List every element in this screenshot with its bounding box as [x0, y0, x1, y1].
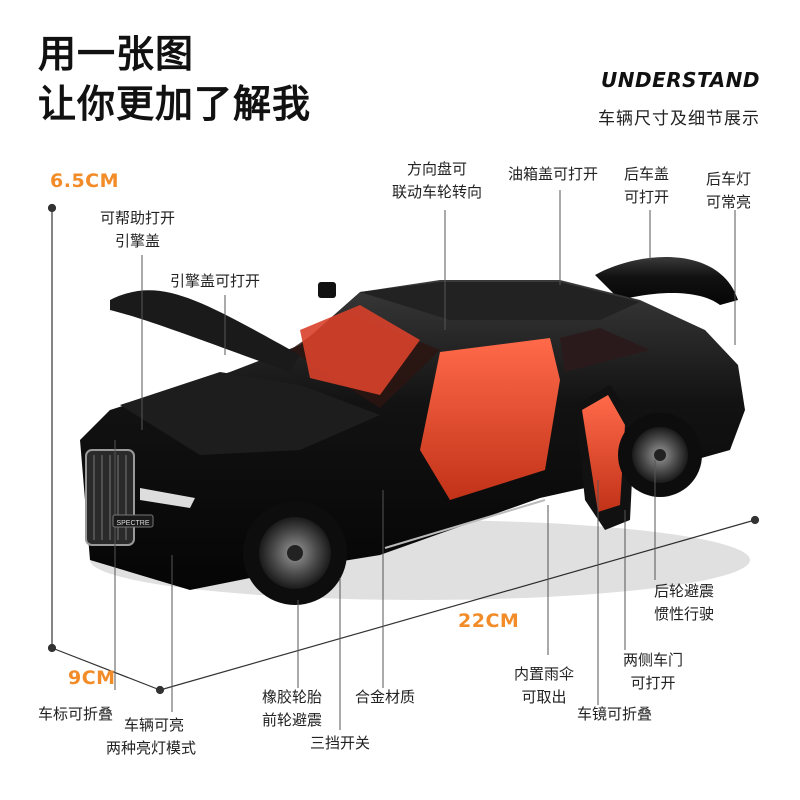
hood: [110, 290, 300, 372]
trunk-lid: [595, 257, 738, 305]
callout-trunk: 后车盖可打开: [624, 165, 670, 206]
headline-line-2: 让你更加了解我: [38, 82, 312, 126]
brand-title: UNDERSTAND: [601, 68, 760, 92]
dimension-guides: [47, 203, 760, 695]
callout-alloy: 合金材质: [355, 688, 416, 706]
engine-bay: [120, 372, 380, 455]
chrome-sill: [384, 499, 546, 549]
roof: [360, 282, 640, 320]
callout-doors: 两侧车门可打开: [623, 651, 684, 692]
brand-subtitle: 车辆尺寸及细节展示: [598, 109, 760, 129]
callout-hood-open: 引擎盖可打开: [170, 272, 261, 290]
license-plate: [112, 514, 154, 528]
rear-window: [560, 328, 650, 372]
side-mirror: [318, 282, 336, 298]
rear-wheel: [618, 413, 702, 497]
plate-text: SPECTRE: [116, 520, 149, 527]
callout-taillight: 后车灯可常亮: [706, 170, 752, 211]
callout-rear-suspension: 后轮避震惯性行驶: [654, 582, 715, 623]
interior-seat: [420, 338, 560, 500]
callout-tires: 橡胶轮胎前轮避震: [262, 688, 323, 729]
front-wheel: [243, 501, 347, 605]
door-panel: [582, 395, 625, 512]
callout-umbrella: 内置雨伞可取出: [514, 665, 575, 706]
headline-line-1: 用一张图: [38, 32, 195, 76]
interior-front: [300, 305, 420, 395]
callout-switch: 三挡开关: [310, 734, 371, 752]
leader-lines: [114, 190, 736, 730]
callout-emblem: 车标可折叠: [38, 705, 114, 723]
callout-fuel-cap: 油箱盖可打开: [508, 165, 599, 183]
callout-steering: 方向盘可联动车轮转向: [392, 160, 483, 201]
dimension-height: 6.5CM: [50, 170, 120, 192]
dimension-length: 22CM: [458, 610, 520, 632]
dimension-width: 9CM: [68, 667, 116, 689]
callout-mirror: 车镜可折叠: [577, 705, 653, 723]
callout-hood-assist: 可帮助打开引擎盖: [100, 209, 176, 250]
callout-lights: 车辆可亮两种亮灯模式: [106, 716, 197, 757]
headlight: [140, 488, 195, 508]
